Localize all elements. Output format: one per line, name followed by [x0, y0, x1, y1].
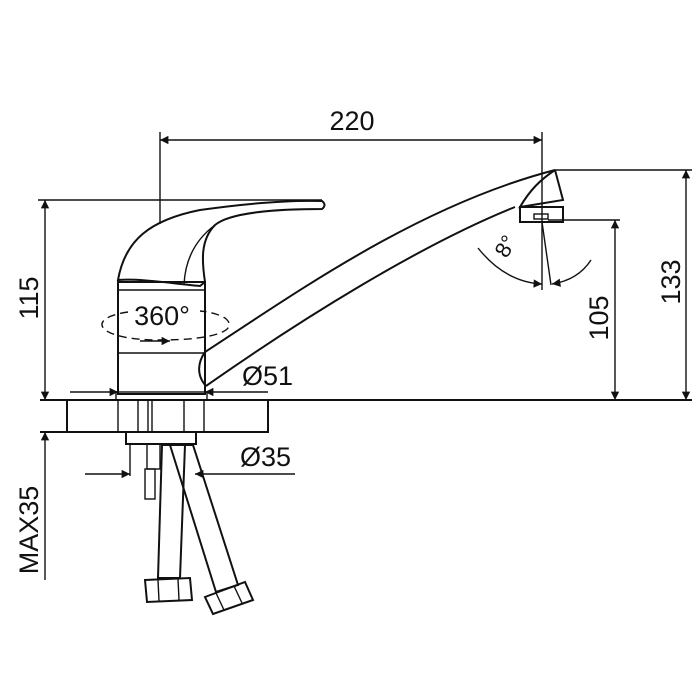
dim-outlet-height: 105 [584, 295, 614, 340]
mounting-shank [125, 431, 197, 500]
dim-handle-height: 115 [14, 276, 44, 319]
countertop-section [66, 399, 269, 433]
dim-spout-reach: 220 [329, 106, 374, 136]
supply-hoses [143, 444, 255, 616]
spout [198, 169, 565, 387]
dim-body-diameter: Ø51 [242, 361, 293, 391]
lever-handle [116, 199, 326, 288]
dim-rotation: 360° [134, 301, 190, 331]
hose-nut-right [203, 580, 255, 616]
hose-nut-left [143, 576, 194, 604]
dim-total-height: 133 [656, 259, 686, 304]
dim-aerator-angle: 8° [489, 231, 521, 262]
dim-shank-diameter: Ø35 [240, 442, 291, 472]
dim-max-counter: MAX35 [14, 486, 44, 575]
